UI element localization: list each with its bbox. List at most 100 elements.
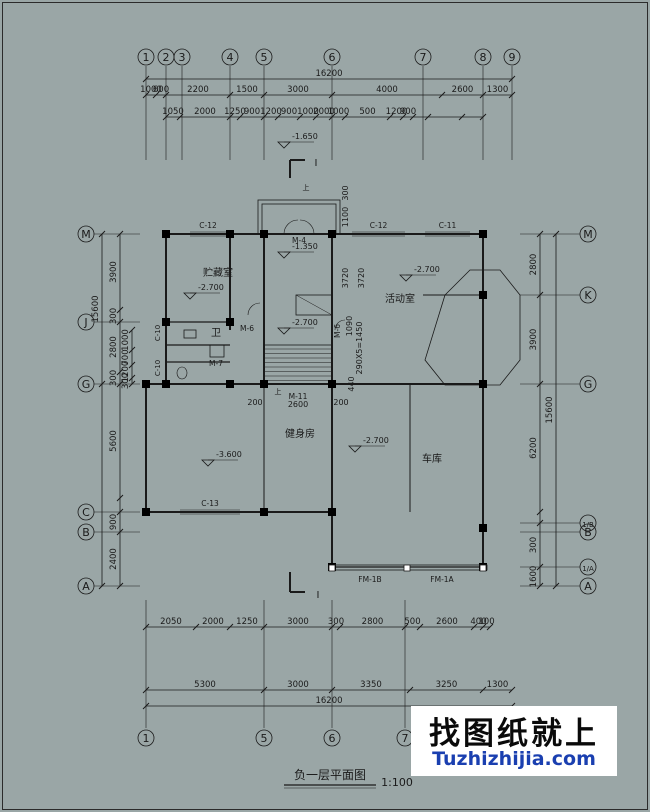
dim-top-row2-value: 2000 — [194, 107, 216, 117]
watermark-line2: Tuzhizhijia.com — [432, 748, 596, 770]
axis-right-B-label: B — [584, 526, 592, 539]
window-c10-lower-label: C-10 — [154, 360, 162, 376]
dim-bottom-row1-value: 2600 — [436, 617, 458, 627]
dim-stair-width: 2600 — [288, 400, 308, 409]
elev-entrance-mark — [277, 141, 291, 149]
dim-bottom-row1-value: 2800 — [362, 617, 384, 627]
garage-door-post — [328, 564, 336, 572]
elev-storage-mark — [183, 292, 197, 300]
dim-top-row1-value: 600 — [153, 85, 169, 95]
room-gym: 健身房 — [285, 427, 315, 440]
drawing-title: 负一层平面图 — [294, 768, 366, 782]
watermark: 找图纸就上 Tuzhizhijia.com — [411, 706, 617, 776]
axis-top-9 — [503, 48, 521, 66]
axis-top-6 — [323, 48, 341, 66]
dim-tick — [128, 380, 136, 388]
dim-bottom-row2-value: 3000 — [287, 680, 309, 690]
dim-tick — [536, 230, 544, 238]
dim-tick — [128, 326, 136, 334]
window-c12-left-label: C-12 — [199, 221, 217, 230]
dim-tick — [508, 91, 516, 99]
dim-tick — [536, 519, 544, 527]
column — [260, 380, 268, 388]
porch-outline — [257, 199, 341, 235]
column — [162, 230, 170, 238]
elev-activity-mark — [399, 274, 413, 282]
dim-bottom-row1-value: 300 — [328, 617, 344, 627]
dim-top-row2-value: 900 — [281, 107, 297, 117]
dim-top-row1-value: 2600 — [452, 85, 474, 95]
dim-tick — [479, 623, 487, 631]
dim-left-gap: 200 — [247, 398, 262, 407]
axis-top-1 — [137, 48, 155, 66]
door-m11-label: M-11 — [289, 392, 308, 401]
dim-tick — [508, 686, 516, 694]
axis-top-4-label: 4 — [227, 51, 234, 64]
axis-bottom-6 — [323, 729, 341, 747]
dim-tick — [162, 113, 170, 121]
dim-tick — [312, 113, 320, 121]
dim-top-row2-value: 500 — [359, 107, 375, 117]
dim-tick — [142, 75, 150, 83]
dim-right-total-value: 15600 — [545, 396, 555, 423]
stair-break — [295, 294, 333, 316]
dim-tick — [142, 91, 150, 99]
axis-left-A-label: A — [82, 580, 90, 593]
column — [328, 380, 336, 388]
dim-tick — [128, 361, 136, 369]
dim-top-row2-value: 900 — [400, 107, 416, 117]
dim-left-small-value: 1000 — [121, 329, 131, 351]
axis-left-C-label: C — [82, 506, 90, 519]
section-mark-top-label: I — [315, 158, 318, 169]
dim-top-row2-value: 900 — [244, 107, 260, 117]
elev-hall-mark — [277, 327, 291, 335]
dim-tick — [236, 113, 244, 121]
dim-right-seg-value: 1600 — [529, 566, 539, 588]
dim-bottom-row1-value: 2050 — [160, 617, 182, 627]
dim-left-seg-value: 300 — [109, 308, 119, 324]
door-fm1a-label: FM-1A — [430, 575, 454, 584]
dim-left-seg-value: 5600 — [109, 430, 119, 452]
dim-tick — [399, 113, 407, 121]
axis-top-8-label: 8 — [480, 51, 487, 64]
door-swing — [247, 302, 261, 316]
dim-right-seg-value: 2800 — [529, 254, 539, 276]
section-mark-bottom-label: I — [317, 590, 320, 601]
column — [260, 230, 268, 238]
dim-top-row2-value: 2000 — [313, 107, 335, 117]
dim-bottom-row1-value: 1250 — [236, 617, 258, 627]
dim-tick — [260, 91, 268, 99]
up-arrow-label: 上 — [303, 183, 310, 192]
axis-left-M-label: M — [81, 228, 91, 241]
column — [260, 508, 268, 516]
axis-top-3-label: 3 — [179, 51, 186, 64]
dim-left-small-value: 300 — [121, 373, 131, 389]
porch-inner — [261, 203, 337, 235]
door-m6-left-label: M-6 — [240, 324, 254, 333]
dim-top-row1-value: 4000 — [376, 85, 398, 95]
up-arrow-label-b: 上 — [275, 387, 282, 396]
dim-bottom-row2-value: 3350 — [360, 680, 382, 690]
axis-right-K-label: K — [584, 289, 592, 302]
axis-top-5-label: 5 — [261, 51, 268, 64]
dim-tick — [274, 113, 282, 121]
watermark-line1: 找图纸就上 — [429, 716, 599, 752]
stair-run — [263, 344, 333, 385]
dim-tick — [116, 380, 124, 388]
dim-top-row2-value: 1000 — [297, 107, 319, 117]
dim-tick — [409, 113, 417, 121]
dim-top-row2-value: 1050 — [162, 107, 184, 117]
dim-right-seg-value: 300 — [529, 537, 539, 553]
dim-tick — [98, 380, 106, 388]
dim-right-gap: 200 — [333, 398, 348, 407]
column — [479, 380, 487, 388]
dim-tick — [116, 582, 124, 590]
dim-tick — [336, 623, 344, 631]
elev-porch: -1.350 — [292, 242, 318, 251]
axis-top-7-label: 7 — [420, 51, 427, 64]
elev-porch-mark — [277, 251, 291, 259]
dim-tick — [479, 91, 487, 99]
window-c11-label: C-11 — [439, 221, 457, 230]
dim-tick — [328, 91, 336, 99]
